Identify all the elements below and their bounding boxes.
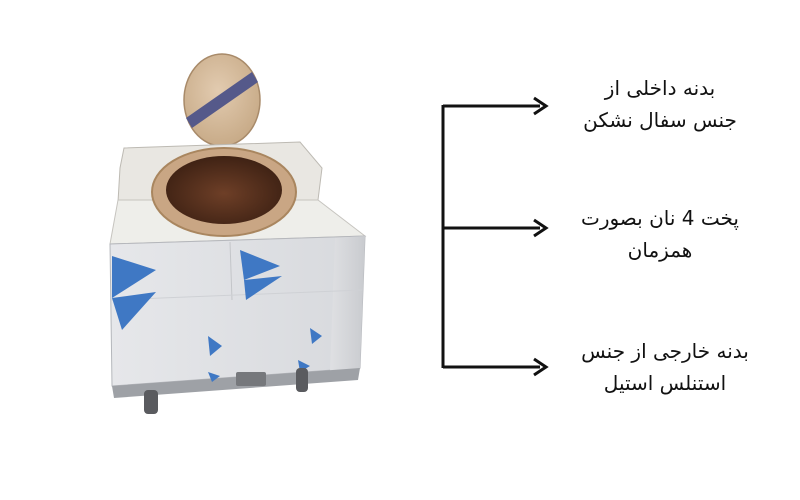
label-baking-line-2: همزمان [627,238,693,262]
arrow-outer-body [443,357,549,377]
oven-clay-mouth [151,147,297,237]
tandoor-oven-image [109,53,367,414]
label-inner-body-line-1: بدنه داخلی از [604,76,716,100]
label-outer-body-line-2: استنلس استیل [603,371,727,395]
label-inner-body: بدنه داخلی از جنس سفال نشکن [540,72,780,136]
label-baking: پخت 4 نان بصورت همزمان [540,202,780,266]
label-outer-body-line-1: بدنه خارجی از جنس [581,339,749,363]
arrow-baking [443,218,549,238]
oven-lid [183,53,261,147]
arrow-inner-body [443,96,549,116]
oven-wheels [144,368,308,414]
decorative-blue-triangles [112,250,322,382]
label-baking-line-1: پخت 4 نان بصورت [580,206,739,230]
label-inner-body-line-2: جنس سفال نشکن [583,108,737,132]
label-outer-body: بدنه خارجی از جنس استنلس استیل [545,335,785,399]
